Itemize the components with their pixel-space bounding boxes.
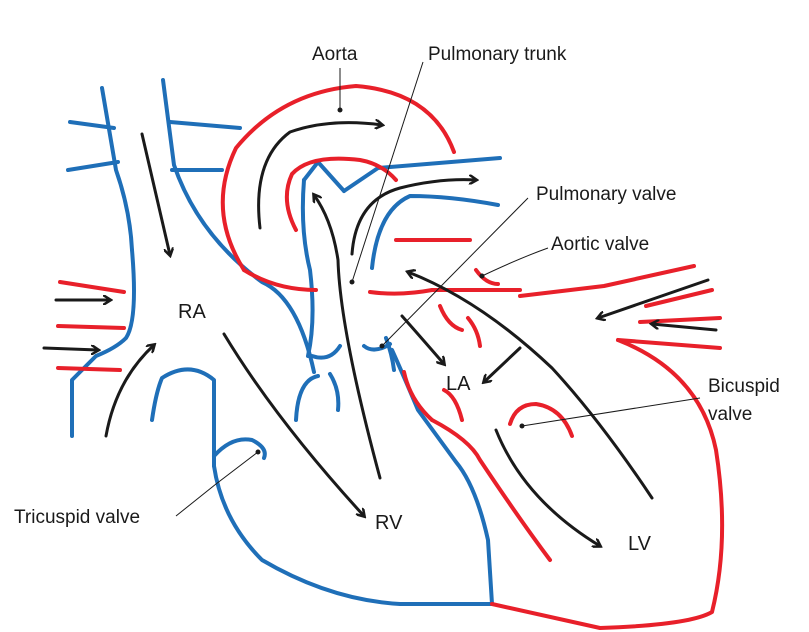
superior-vena-cava [66, 78, 316, 374]
pulmonary-veins [56, 264, 722, 372]
aortic-valve-leaflets [438, 268, 500, 348]
right-ventricle-wall [212, 348, 494, 606]
label-bicuspid-valve-line1: Bicuspid [708, 376, 780, 397]
label-pulmonary-valve: Pulmonary valve [536, 184, 676, 205]
tricuspid-valve-leaflets [212, 372, 341, 460]
aortic-arch [220, 84, 472, 272]
blood-flow-arrows [42, 123, 718, 546]
chamber-ra: RA [178, 301, 206, 323]
label-pulmonary-trunk: Pulmonary trunk [428, 44, 567, 65]
chamber-rv: RV [375, 512, 403, 534]
label-tricuspid-valve: Tricuspid valve [14, 507, 140, 528]
chamber-la: LA [446, 373, 471, 395]
label-aorta: Aorta [312, 44, 358, 65]
label-bicuspid-valve-line2: valve [708, 404, 752, 425]
label-aortic-valve: Aortic valve [551, 234, 649, 255]
interventricular-septum [300, 178, 500, 358]
chamber-lv: LV [628, 533, 652, 555]
bicuspid-valve-leaflets [442, 388, 574, 438]
left-atrium-wall [242, 268, 522, 422]
left-ventricle-wall [430, 338, 725, 630]
leader-lines [175, 61, 701, 517]
